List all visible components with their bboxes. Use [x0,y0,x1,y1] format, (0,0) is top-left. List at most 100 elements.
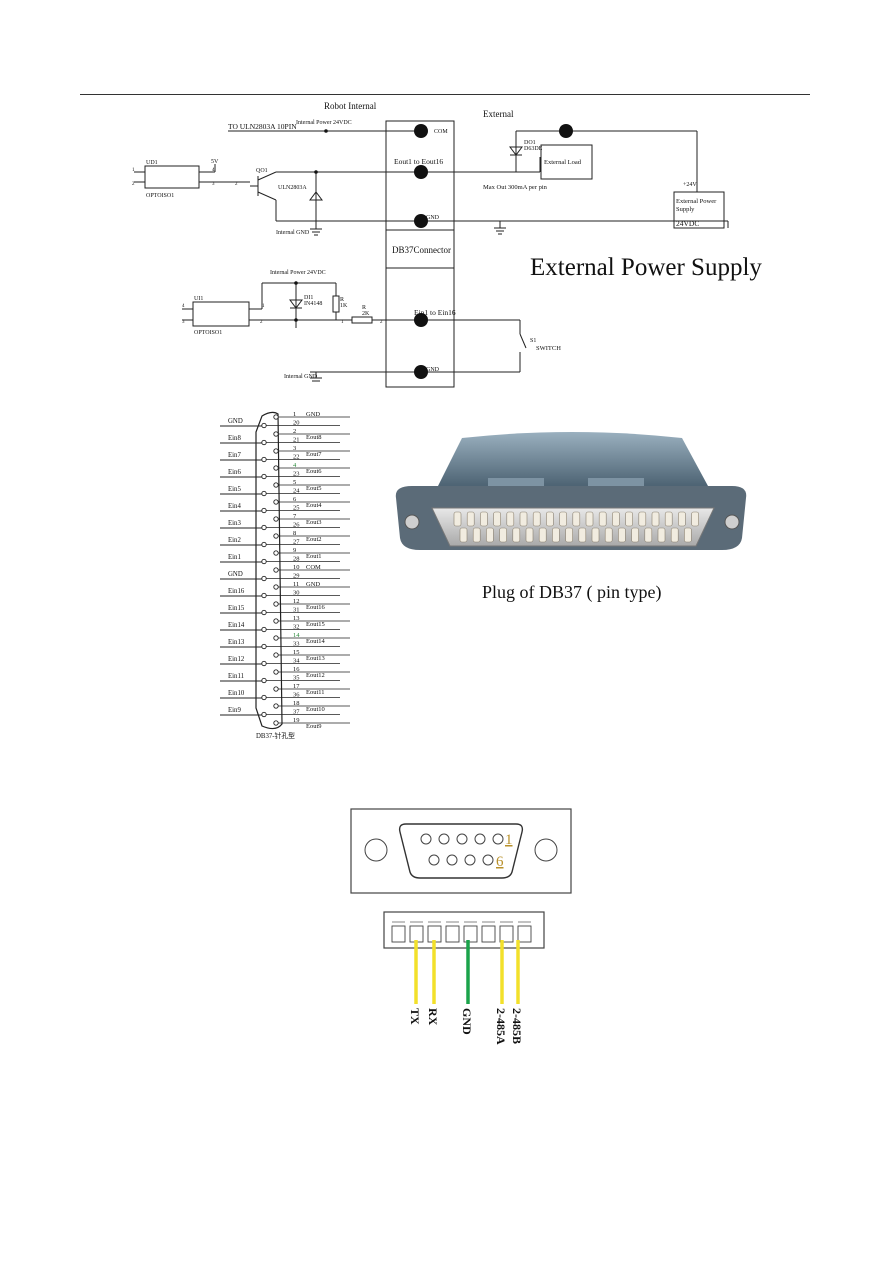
pin-label: Eout14 [306,638,326,645]
pin-circle [273,635,279,641]
di1-label: DI1 [304,295,313,301]
ext-ps-line2: Supply [676,206,695,213]
left-pin-label: Ein12 [228,656,245,663]
pin-label: Eout7 [306,451,322,458]
db9-left-hole [364,838,388,862]
left-pin-label: Ein9 [228,707,241,714]
ud1-label: UD1 [146,160,158,166]
pin-number: 25 [293,505,300,512]
plug-pin [480,511,488,527]
pin-number: 16 [293,666,300,673]
pin-circle [261,473,267,480]
left-pin-label: Ein13 [228,639,245,646]
pin-label: COM [306,564,321,571]
pin-label: Eout4 [306,502,322,509]
pin-label: Eout11 [306,689,325,696]
eout-range-label: Eout1 to Eout16 [394,157,443,166]
external-node [559,124,573,138]
plug-pin [559,511,567,527]
pin-circle [261,711,267,718]
ud1-pin-1: 1 [132,168,135,173]
pin-number: 19 [293,717,300,724]
pin-number: 29 [293,573,300,580]
terminal-slot [391,925,406,943]
plug-pin [512,527,521,543]
pin-label: Eout9 [306,723,322,730]
pin-circle [273,584,279,590]
plug-pin [532,511,541,527]
plug-pin [625,511,633,527]
pin-label: Eout10 [306,706,325,713]
pin-label: GND [306,411,320,418]
ext-ps-line1: External Power [676,198,717,205]
wire-label: TX [408,1008,422,1025]
pin-number: 15 [293,649,300,656]
plug-pin [670,527,679,543]
terminal-slot [517,925,532,943]
pin-circle [261,558,267,565]
external-label: External [483,109,514,119]
plug-pin [638,511,647,527]
left-pin-label: Ein8 [228,435,241,442]
terminal-slot [481,925,496,943]
pin-label: Eout5 [306,485,322,492]
pin-number: 6 [293,496,297,503]
pin-number: 20 [293,420,300,427]
pin-number: 12 [293,598,300,605]
pin-circle [261,541,267,548]
5v-label: 5V [211,159,219,165]
wire-label: 2-485B [510,1008,524,1044]
left-pin-label: Ein6 [228,469,241,476]
pin-circle [261,524,267,531]
pin-circle [261,694,267,701]
plug-pin [664,511,673,527]
com-label: COM [434,129,448,135]
pin-circle [273,516,279,522]
pin-circle [273,499,279,505]
r2-pin-1: 1 [341,320,344,325]
pin-number: 21 [293,437,300,444]
header-rule [80,94,810,95]
left-pin-label: Ein3 [228,520,241,527]
pin-circle [273,448,279,454]
pin-number: 22 [293,454,300,461]
pin-label: GND [306,581,320,588]
db9-pin-1-label: 1 [505,832,513,848]
terminal-slot [409,925,424,943]
plug-pin [618,527,626,543]
pin-label: Eout13 [306,655,325,662]
optoiso1-label-top: OPTOISO1 [146,193,174,199]
ud1-pin-4: 4 [212,168,215,173]
pin-circle [261,609,267,616]
ein-node [414,313,428,327]
ui1-pin-4: 4 [182,304,185,309]
ext-ps-line3: 24VDC [676,219,699,228]
terminal-slot [445,925,460,943]
wire-label: RX [426,1008,440,1026]
pin-number: 26 [293,522,300,529]
left-pin-label: Ein14 [228,622,245,629]
pin-circle [273,431,279,437]
db37-shell [255,411,283,730]
plug-pin [578,527,587,543]
left-pin-label: Ein5 [228,486,241,493]
plug-pin [644,527,653,543]
internal-power-mid-label: Internal Power 24VDC [270,270,326,276]
left-pin-label: Ein16 [228,588,245,595]
plug-pin [651,511,660,527]
r2-value: 2K [362,311,370,317]
ui1-pin-2: 2 [260,320,263,325]
pin-circle [273,533,279,539]
plug-pin [598,511,607,527]
pin-circle [261,626,267,633]
pin-number: 13 [293,615,300,622]
plug-pin [684,527,692,543]
pin-number: 37 [293,709,300,716]
pin-circle [273,720,279,726]
plug-pin [546,511,554,527]
pin-label: Eout6 [306,468,322,475]
switch-label: SWITCH [536,345,561,352]
pin-label: Eout8 [306,434,322,441]
pin-number: 10 [293,564,300,571]
pin-circle [261,422,267,429]
